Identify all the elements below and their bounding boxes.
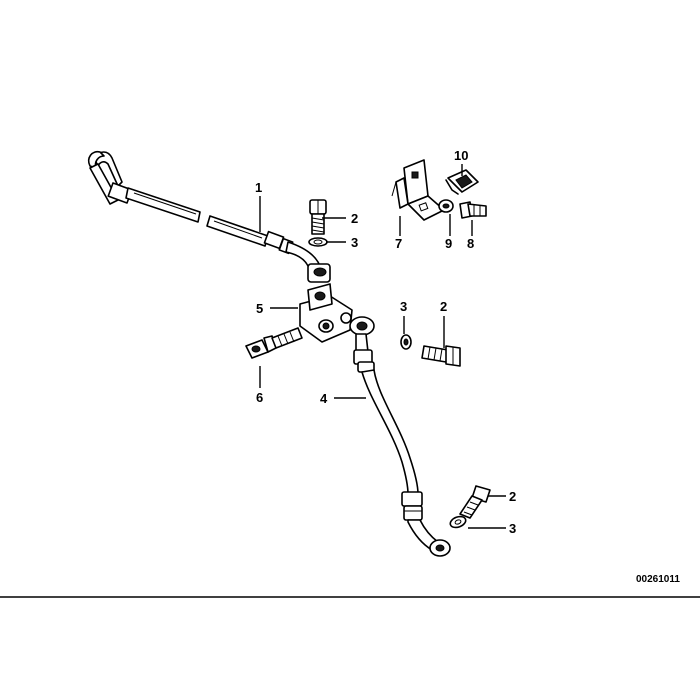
- brake-hose: [349, 316, 451, 557]
- callout-3-upper: 3: [351, 235, 358, 250]
- callout-10: 10: [454, 148, 468, 163]
- sealing-washer-middle: [400, 334, 412, 350]
- callout-7: 7: [395, 236, 402, 251]
- callout-3-lower: 3: [509, 521, 516, 536]
- banjo-bolt-middle: [421, 345, 461, 367]
- callout-1: 1: [255, 180, 262, 195]
- banjo-bolt-lower: [459, 485, 491, 519]
- callout-9: 9: [445, 236, 452, 251]
- callout-2-upper: 2: [351, 211, 358, 226]
- callout-8: 8: [467, 236, 474, 251]
- banjo-bolt-upper: [309, 199, 327, 235]
- callout-3-middle: 3: [400, 299, 407, 314]
- hose-clip: [445, 169, 479, 195]
- callout-2-lower: 2: [509, 489, 516, 504]
- brake-line-pipe-upper: [87, 150, 331, 283]
- callout-6: 6: [256, 390, 263, 405]
- callout-2-middle: 2: [440, 299, 447, 314]
- callout-4: 4: [320, 391, 328, 406]
- screw-distributor: [245, 327, 303, 359]
- sealing-washer-upper: [308, 237, 328, 247]
- hex-screw: [459, 201, 487, 219]
- hose-bracket: [391, 159, 445, 221]
- washer: [438, 199, 454, 213]
- callout-5: 5: [256, 301, 263, 316]
- brake-distributor: [299, 283, 353, 343]
- diagram-reference-number: 00261011: [636, 574, 680, 585]
- leader-lines: [259, 164, 506, 529]
- sealing-washer-lower: [449, 515, 467, 529]
